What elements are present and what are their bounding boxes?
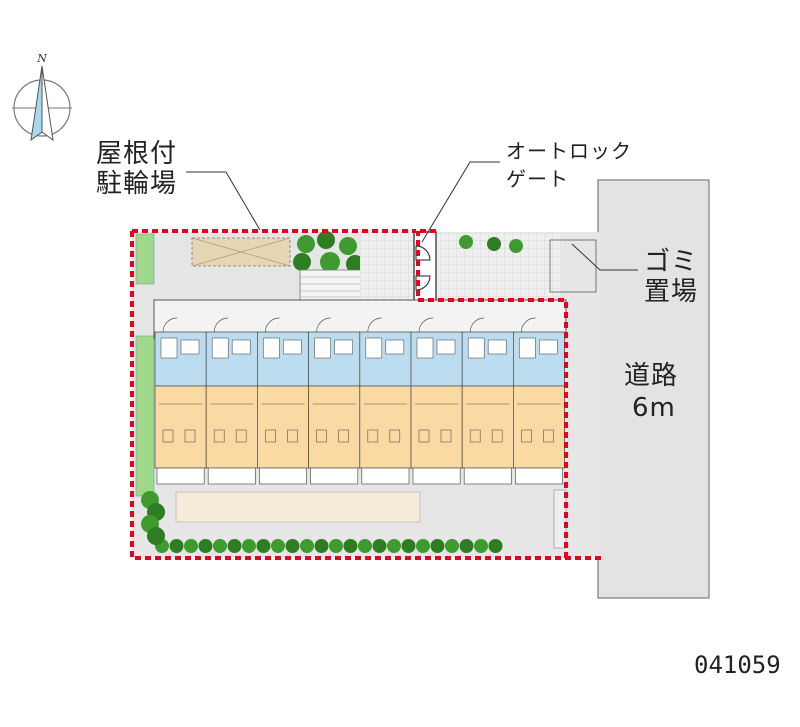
roof-parking-label-1: 屋根付 <box>96 139 178 169</box>
apartment-unit <box>359 317 412 485</box>
garbage-label-1: ゴミ <box>644 247 699 277</box>
road-label-2: 6m <box>632 393 676 423</box>
hedge-shrub <box>358 539 372 553</box>
hedge-shrub <box>387 539 401 553</box>
hedge-shrub <box>198 539 213 553</box>
hedge-bottom <box>155 539 503 553</box>
apartment-building <box>153 299 567 485</box>
hedge-shrub <box>271 539 285 553</box>
hedge-shrub <box>300 539 314 553</box>
autolock-label-1: オートロック <box>506 139 632 163</box>
hedge-shrub <box>227 539 242 553</box>
leader-roof-parking <box>186 171 261 231</box>
hedge-shrub <box>169 539 184 553</box>
tiled-paving-gate <box>360 230 416 302</box>
hedge-shrub <box>401 539 416 553</box>
site-boundary <box>130 229 602 560</box>
hedge-shrub <box>256 539 271 553</box>
hedge-shrub <box>343 539 358 553</box>
hedge-shrub <box>213 539 227 553</box>
north-arrow-icon <box>30 65 54 142</box>
tree-cluster-top <box>293 231 364 273</box>
roof-parking-area <box>191 237 291 267</box>
apartment-unit <box>205 317 258 485</box>
grass-strip-left <box>135 335 155 497</box>
fence-right <box>553 489 567 549</box>
road-label-1: 道路 <box>624 361 679 391</box>
grass-strip-left-top <box>135 233 155 285</box>
hedge-shrub <box>445 539 459 553</box>
hedge-shrub <box>285 539 300 553</box>
hedge-shrub <box>242 539 256 553</box>
hedge-shrub <box>372 539 387 553</box>
hedge-shrub <box>314 539 329 553</box>
garbage-label-2: 置場 <box>644 277 699 307</box>
hedge-shrub <box>430 539 445 553</box>
hedge-shrub <box>147 527 165 545</box>
apartment-unit <box>461 317 514 485</box>
parking-strip <box>175 491 421 523</box>
apartment-unit <box>513 317 566 485</box>
hedge-shrub <box>474 539 488 553</box>
hedge-shrub <box>416 539 430 553</box>
compass: N <box>12 52 72 142</box>
roof-parking-label-2: 駐輪場 <box>96 169 178 199</box>
apartment-unit <box>308 317 361 485</box>
hedge-shrub <box>184 539 198 553</box>
hedge-shrub <box>329 539 343 553</box>
apartment-unit <box>256 317 309 485</box>
leader-garbage <box>571 243 638 271</box>
property-code: 041059 <box>694 651 781 679</box>
leader-autolock <box>421 161 500 243</box>
apartment-unit <box>154 317 207 485</box>
hedge-left <box>141 491 165 545</box>
autolock-label-2: ゲート <box>506 167 569 191</box>
shrubs-top-right <box>459 235 523 253</box>
hedge-shrub <box>488 539 503 553</box>
hedge-shrub <box>459 539 474 553</box>
apartment-unit <box>410 317 463 485</box>
road <box>597 179 710 599</box>
compass-north-letter: N <box>36 52 47 65</box>
